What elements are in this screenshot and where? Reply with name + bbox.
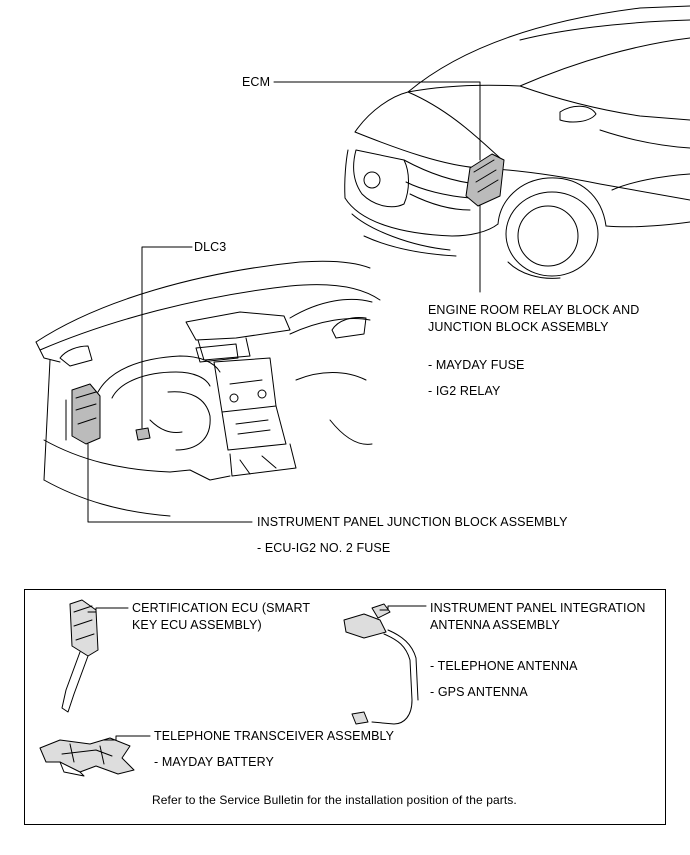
instrument-panel-illustration [35,260,381,517]
dlc3-connector [135,427,151,441]
antenna-label-line1: INSTRUMENT PANEL INTEGRATION [430,601,646,615]
ecm-leader-line [273,81,481,161]
gps-antenna-label: - GPS ANTENNA [430,685,528,699]
parts-box [24,589,666,825]
antenna-label-line2: ANTENNA ASSEMBLY [430,618,560,632]
instrument-panel-jb-leader-line [87,443,253,523]
transceiver-label: TELEPHONE TRANSCEIVER ASSEMBLY [154,729,395,743]
cert-ecu-label-line1: CERTIFICATION ECU (SMART [132,601,311,615]
dlc3-leader-line [141,246,193,429]
dlc3-label: DLC3 [194,240,227,254]
ig2-relay-label: - IG2 RELAY [428,384,501,398]
mayday-battery-label: - MAYDAY BATTERY [154,755,274,769]
cert-ecu-leader-line [87,607,129,613]
transceiver-illustration [39,737,135,777]
cert-ecu-label-line2: KEY ECU ASSEMBLY) [132,618,262,632]
engine-room-label-line1: ENGINE ROOM RELAY BLOCK AND [428,303,640,317]
antenna-leader-line [379,605,427,611]
mayday-fuse-label: - MAYDAY FUSE [428,358,525,372]
vehicle-front-illustration [344,5,690,279]
instrument-panel-junction-block [71,383,101,445]
antenna-assembly-illustration [343,603,419,725]
engine-room-relay-block [465,153,505,207]
engine-room-label-line2: JUNCTION BLOCK ASSEMBLY [428,320,609,334]
ecu-ig2-fuse-label: - ECU-IG2 NO. 2 FUSE [257,541,391,555]
ecm-label: ECM [242,75,271,89]
service-bulletin-note: Refer to the Service Bulletin for the in… [152,793,517,807]
telephone-antenna-label: - TELEPHONE ANTENNA [430,659,578,673]
transceiver-leader-line [103,735,151,741]
certification-ecu-illustration [61,599,99,713]
instrument-panel-jb-label: INSTRUMENT PANEL JUNCTION BLOCK ASSEMBLY [257,515,568,529]
